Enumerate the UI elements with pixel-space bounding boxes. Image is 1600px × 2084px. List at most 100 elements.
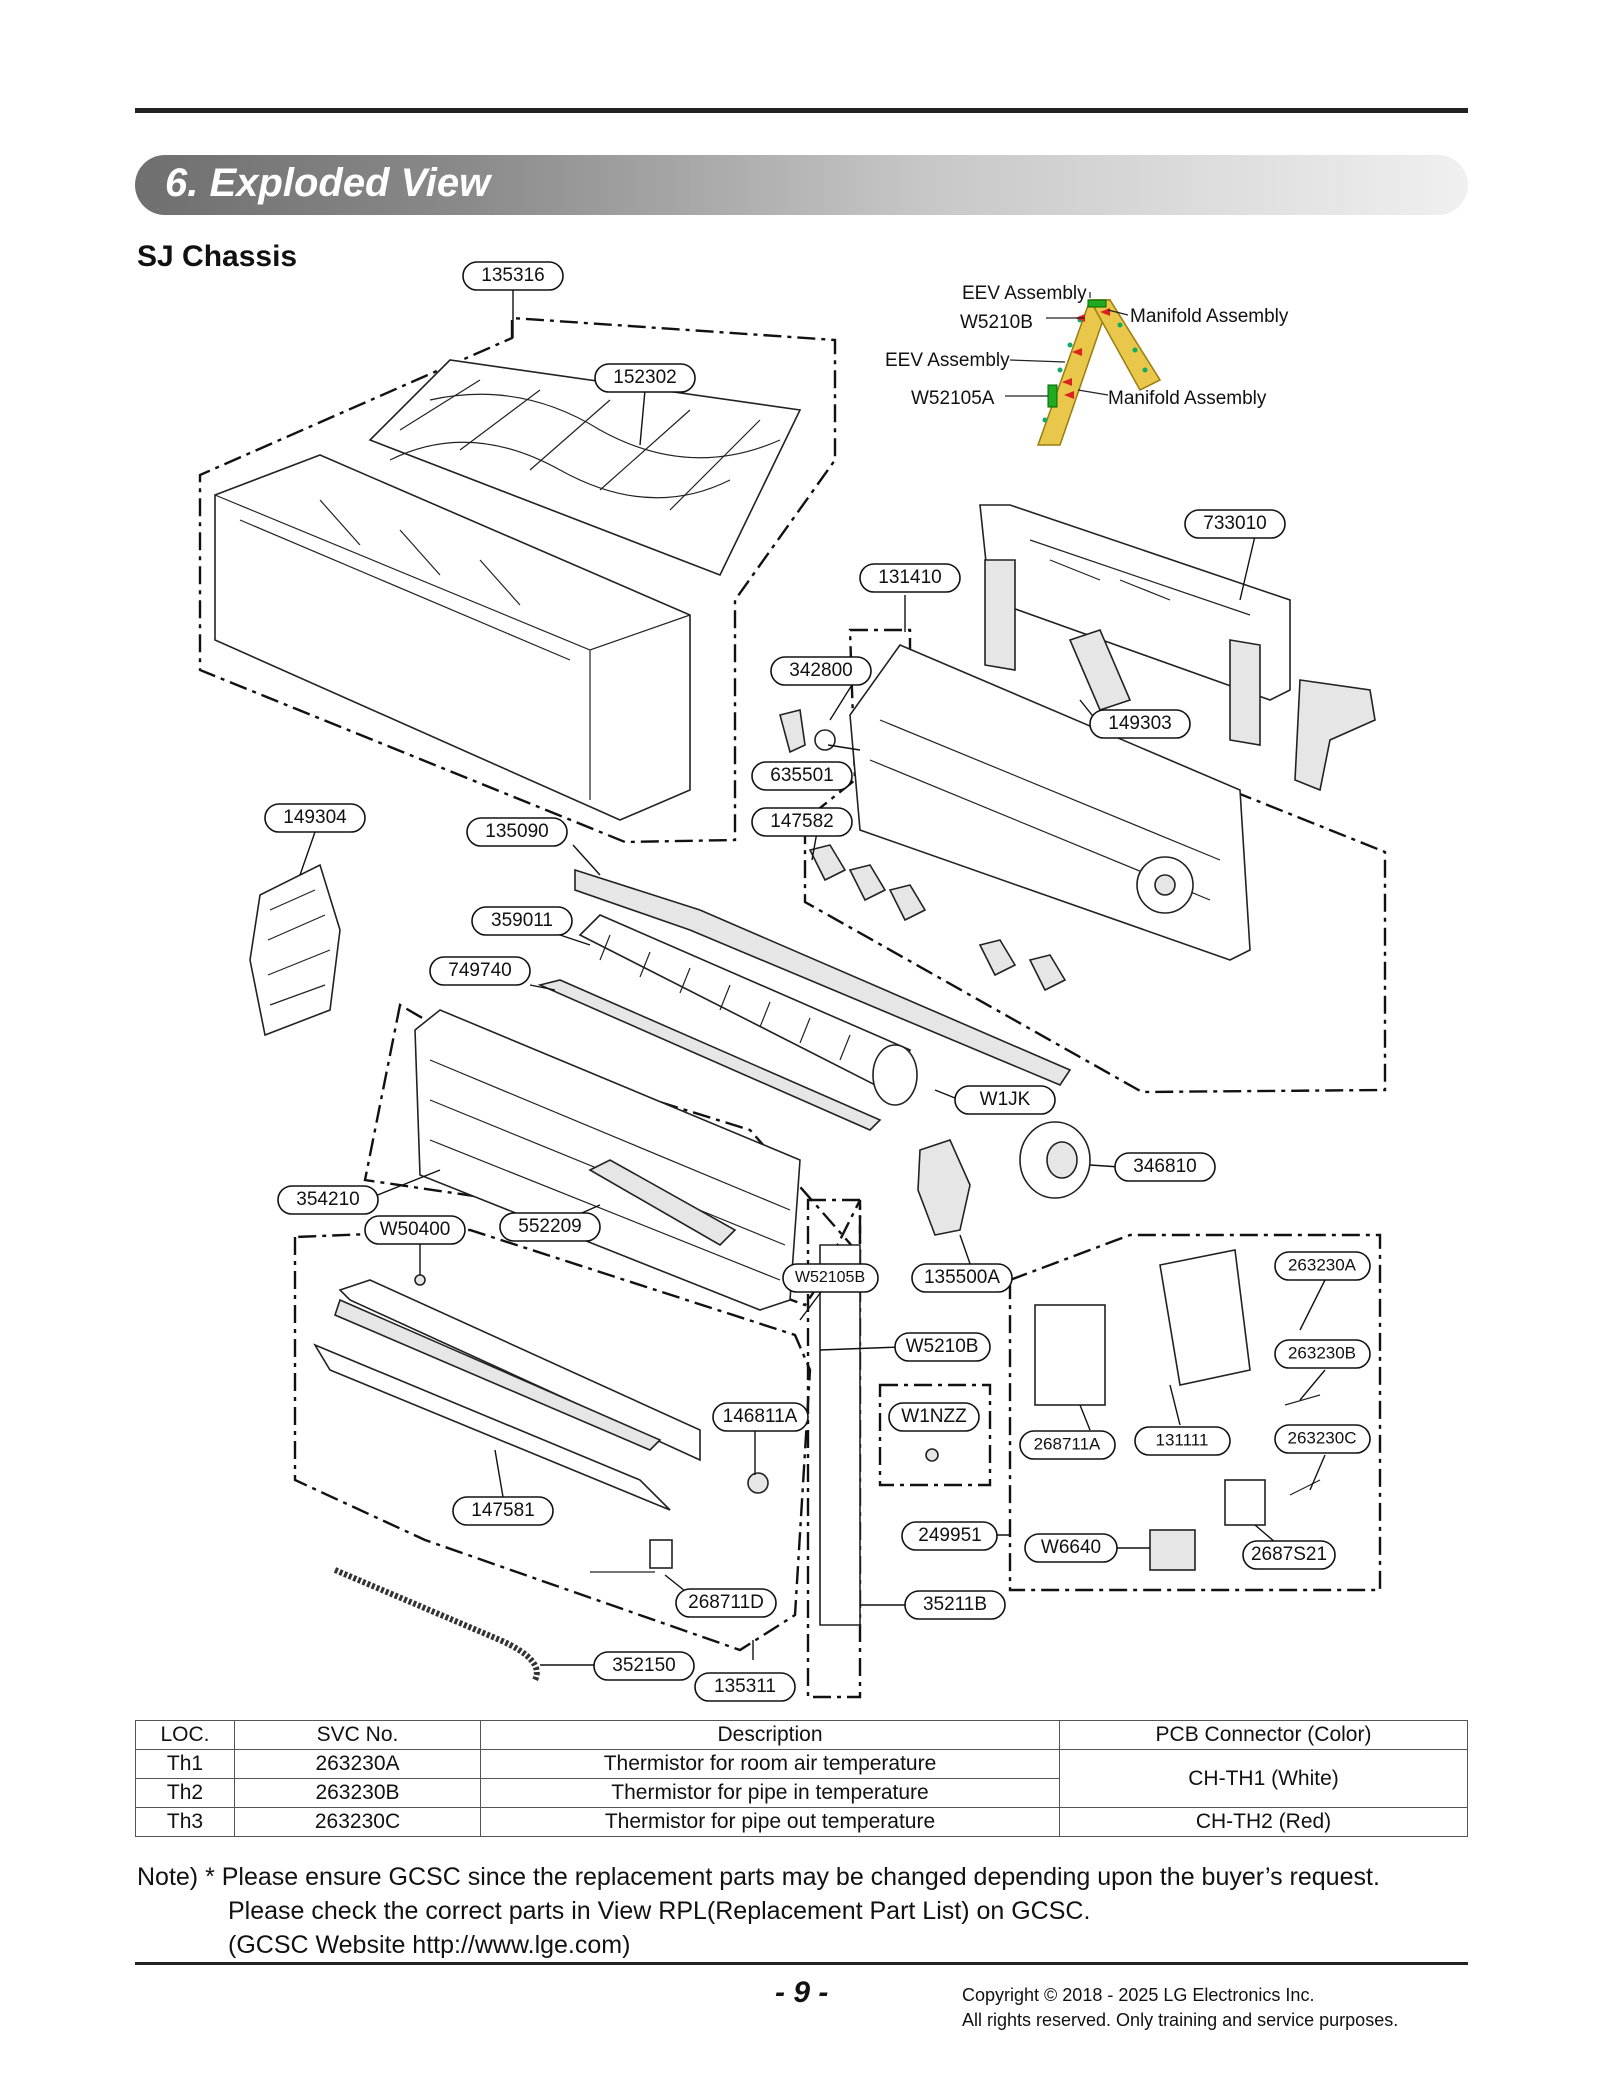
inset-eev-assembly-1: EEV Assembly: [962, 283, 1087, 304]
thermistor-table: LOC. SVC No. Description PCB Connector (…: [135, 1720, 1468, 1837]
table-header: PCB Connector (Color): [1059, 1720, 1468, 1750]
table-header: LOC.: [135, 1720, 235, 1750]
table-cell: Thermistor for pipe in temperature: [480, 1778, 1060, 1808]
svg-text:346810: 346810: [1133, 1156, 1196, 1177]
callout-263230a: 263230A: [1274, 1251, 1371, 1281]
svg-text:149303: 149303: [1108, 713, 1171, 734]
section-banner: 6. Exploded View: [135, 155, 1468, 215]
svg-text:635501: 635501: [770, 765, 833, 786]
table-cell: CH-TH2 (Red): [1059, 1807, 1468, 1837]
note-block: Note) * Please ensure GCSC since the rep…: [137, 1860, 1380, 1962]
callout-w52105b: W52105B: [782, 1263, 879, 1293]
svg-text:342800: 342800: [789, 660, 852, 681]
callout-635501: 635501: [751, 761, 853, 791]
table-row: Th2 263230B Thermistor for pipe in tempe…: [135, 1778, 1468, 1808]
front-grille-part: [214, 454, 691, 821]
callout-263230b: 263230B: [1274, 1339, 1371, 1369]
table-cell: 263230B: [234, 1778, 481, 1808]
note-line: (GCSC Website http://www.lge.com): [228, 1931, 631, 1959]
svg-text:146811A: 146811A: [723, 1406, 798, 1427]
callout-149303: 149303: [1089, 709, 1191, 739]
note-line: Note) * Please ensure GCSC since the rep…: [137, 1863, 1380, 1891]
svg-text:268711D: 268711D: [688, 1592, 764, 1613]
table-cell: 263230A: [234, 1749, 481, 1779]
callout-131111: 131111: [1134, 1426, 1231, 1456]
table-row: Th3 263230C Thermistor for pipe out temp…: [135, 1807, 1468, 1837]
callout-149304: 149304: [264, 803, 366, 833]
svg-text:W5210B: W5210B: [906, 1336, 979, 1357]
bottom-rule: [135, 1962, 1468, 1965]
callout-35211b: 35211B: [904, 1590, 1006, 1620]
table-cell: Th2: [135, 1778, 235, 1808]
svg-text:263230B: 263230B: [1288, 1343, 1356, 1362]
callout-w6640: W6640: [1024, 1533, 1118, 1563]
svg-text:W6640: W6640: [1041, 1537, 1101, 1558]
svg-text:135090: 135090: [485, 821, 548, 842]
table-cell: Thermistor for pipe out temperature: [480, 1807, 1060, 1837]
exploded-view-diagram: EEV Assembly W5210B Manifold Assembly EE…: [198, 261, 1387, 1702]
side-bracket-part: [249, 863, 341, 1037]
callout-552209: 552209: [499, 1212, 601, 1242]
callout-733010: 733010: [1184, 509, 1286, 539]
svg-text:147582: 147582: [770, 811, 833, 832]
svg-text:152302: 152302: [613, 367, 676, 388]
callout-359011: 359011: [471, 906, 573, 936]
table-cell: CH-TH1 (White): [1059, 1749, 1468, 1808]
group-outline-lower-panel: [293, 1228, 812, 1652]
copyright: Copyright © 2018 - 2025 LG Electronics I…: [962, 1983, 1398, 2033]
svg-text:W1JK: W1JK: [980, 1089, 1031, 1110]
callout-152302: 152302: [594, 363, 696, 393]
svg-text:263230A: 263230A: [1288, 1255, 1357, 1274]
pcb-part: [1034, 1249, 1321, 1571]
svg-text:359011: 359011: [491, 910, 553, 931]
drain-bracket-part: [1068, 629, 1132, 711]
callout-354210: 354210: [277, 1185, 379, 1215]
callout-147581: 147581: [452, 1496, 554, 1526]
table-header: Description: [480, 1720, 1060, 1750]
svg-text:W1NZZ: W1NZZ: [901, 1406, 967, 1427]
back-plate-part: [979, 504, 1291, 746]
svg-text:552209: 552209: [518, 1216, 581, 1237]
page-number: - 9 -: [775, 1976, 829, 2009]
callout-249951: 249951: [901, 1521, 998, 1551]
svg-text:131410: 131410: [878, 567, 941, 588]
callout-135090: 135090: [466, 817, 568, 847]
cross-flow-fan-part: [578, 914, 918, 1106]
callout-268711a: 268711A: [1019, 1430, 1116, 1460]
callout-147582: 147582: [751, 807, 853, 837]
inset-w52105a: W52105A: [911, 388, 995, 409]
table-cell: Thermistor for room air temperature: [480, 1749, 1060, 1779]
svg-text:131111: 131111: [1156, 1430, 1209, 1449]
chassis-title: SJ Chassis: [137, 240, 298, 273]
pipe-insulation-part: [819, 1244, 861, 1626]
stabilizer-part: [537, 979, 882, 1131]
callout-131410: 131410: [859, 563, 961, 593]
pipe-cover-part: [1294, 679, 1376, 792]
inset-manifold-assembly-1: Manifold Assembly: [1130, 306, 1289, 327]
svg-text:135316: 135316: [481, 265, 544, 286]
group-outline-pipe: [806, 1198, 862, 1699]
callout-w5210b: W5210B: [894, 1332, 991, 1362]
svg-text:2687S21: 2687S21: [1251, 1544, 1327, 1565]
drain-hose-part: [333, 1567, 540, 1682]
table-cell: 263230C: [234, 1807, 481, 1837]
motor-holder-part: [917, 1139, 971, 1236]
group-outline-w1nzz: [878, 1383, 992, 1487]
drain-pan-part: [574, 868, 1072, 1086]
svg-text:W52105B: W52105B: [795, 1269, 865, 1286]
group-outline-pcb: [1008, 1233, 1382, 1592]
chassis-part: [808, 644, 1251, 992]
w50400-screw-part: [414, 1274, 426, 1286]
remote-sensor-part: [590, 1539, 673, 1573]
callout-346810: 346810: [1114, 1152, 1216, 1182]
svg-text:352150: 352150: [612, 1655, 675, 1676]
motor-cover-small-part: [779, 709, 836, 754]
callout-2687s21: 2687S21: [1242, 1540, 1336, 1570]
callout-749740: 749740: [429, 956, 531, 986]
svg-text:263230C: 263230C: [1287, 1428, 1356, 1447]
svg-text:354210: 354210: [296, 1189, 359, 1210]
top-rule: [135, 108, 1468, 113]
svg-text:35211B: 35211B: [923, 1594, 987, 1615]
note-line: Please check the correct parts in View R…: [228, 1897, 1091, 1925]
table-header: SVC No.: [234, 1720, 481, 1750]
